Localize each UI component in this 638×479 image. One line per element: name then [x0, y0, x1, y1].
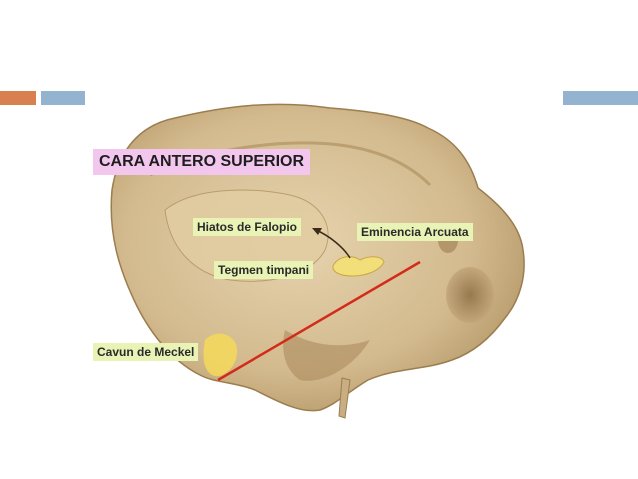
tegmen-highlight — [332, 256, 385, 277]
petrous-ridge-line — [217, 260, 421, 382]
cavum-highlight — [203, 333, 238, 377]
label-cavun-de-meckel: Cavun de Meckel — [93, 343, 199, 361]
label-eminencia-arcuata: Eminencia Arcuata — [357, 223, 473, 241]
bone-lower-shadow — [283, 330, 370, 381]
hiatos-arrowhead — [312, 228, 322, 235]
bone-cavity-right — [446, 267, 494, 323]
accent-bar-orange — [0, 91, 36, 105]
label-hiatos-de-falopio: Hiatos de Falopio — [193, 218, 302, 236]
figure-title: CARA ANTERO SUPERIOR — [93, 149, 311, 175]
label-tegmen-timpani: Tegmen timpani — [214, 261, 314, 279]
accent-bar-blue-left — [41, 91, 85, 105]
styloid-process — [338, 377, 351, 419]
accent-bar-blue-right — [563, 91, 638, 105]
